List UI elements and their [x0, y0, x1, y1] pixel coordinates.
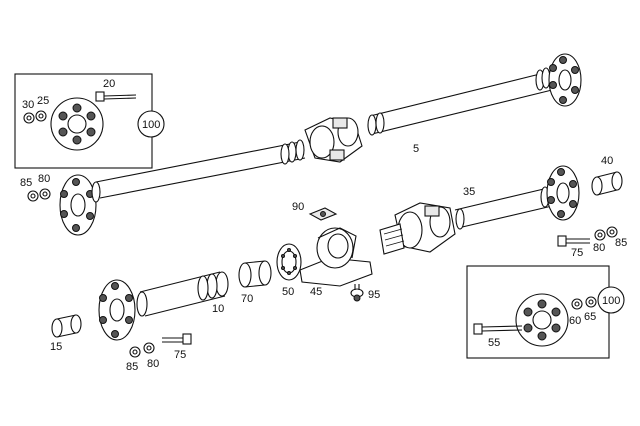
flex-disc-inset-bottom	[515, 293, 569, 347]
bolt-75-right	[557, 235, 590, 247]
label-70: 70	[241, 293, 253, 305]
label-50: 50	[282, 286, 294, 298]
label-80-front: 80	[147, 358, 159, 370]
washer-60	[571, 298, 583, 310]
label-10: 10	[212, 303, 224, 315]
main-propeller-shaft	[27, 53, 582, 236]
label-15: 15	[50, 341, 62, 353]
splined-stub	[379, 223, 405, 255]
nut-65	[585, 296, 597, 308]
flex-disc-rear-right	[546, 165, 580, 221]
center-bearing-bracket-45	[299, 227, 373, 287]
sleeve-15	[51, 314, 82, 338]
bolt-95	[350, 284, 364, 302]
label-85-front: 85	[126, 361, 138, 373]
label-95: 95	[368, 289, 380, 301]
bolt-75-front	[162, 333, 192, 345]
label-5: 5	[413, 143, 419, 155]
bearing-50	[276, 243, 302, 281]
label-40: 40	[601, 155, 613, 167]
bolt-20	[95, 91, 137, 102]
front-shaft-10	[51, 271, 229, 358]
label-20: 20	[103, 78, 115, 90]
nut-85-left	[27, 190, 39, 202]
label-45: 45	[310, 286, 322, 298]
nut-85-front	[129, 346, 141, 358]
flex-disc-front	[98, 279, 136, 341]
sleeve-70	[238, 260, 272, 288]
label-25: 25	[37, 95, 49, 107]
label-35: 35	[463, 186, 475, 198]
label-30: 30	[22, 99, 34, 111]
label-75-right: 75	[571, 247, 583, 259]
washer-80-right	[594, 229, 606, 241]
universal-joint-center	[304, 117, 363, 163]
clip-90	[308, 207, 338, 221]
callout-100-top	[137, 110, 165, 138]
flex-disc-inset-top	[50, 97, 104, 151]
washer-80-front	[143, 342, 155, 354]
label-100-top: 100	[142, 119, 160, 131]
label-80-right: 80	[593, 242, 605, 254]
washer-25	[35, 110, 47, 122]
callout-100-bottom	[597, 286, 625, 314]
universal-joint-rear	[394, 202, 456, 253]
washer-80-left	[39, 188, 51, 200]
label-65: 65	[584, 311, 596, 323]
kit-inset-top-left	[14, 73, 165, 169]
rear-shaft-35	[379, 165, 623, 255]
label-100-bottom: 100	[602, 295, 620, 307]
label-85-left: 85	[20, 177, 32, 189]
label-60: 60	[569, 315, 581, 327]
nut-85-right	[606, 226, 618, 238]
label-55: 55	[488, 337, 500, 349]
nut-30	[23, 112, 35, 124]
label-90: 90	[292, 201, 304, 213]
flex-disc-shaft-right	[548, 53, 582, 107]
bolt-55	[473, 323, 523, 335]
sleeve-40	[591, 171, 623, 196]
kit-inset-bottom-right	[466, 265, 625, 359]
label-80-left: 80	[38, 173, 50, 185]
flex-disc-shaft-left	[59, 174, 101, 236]
label-75-front: 75	[174, 349, 186, 361]
label-85-right: 85	[615, 237, 627, 249]
